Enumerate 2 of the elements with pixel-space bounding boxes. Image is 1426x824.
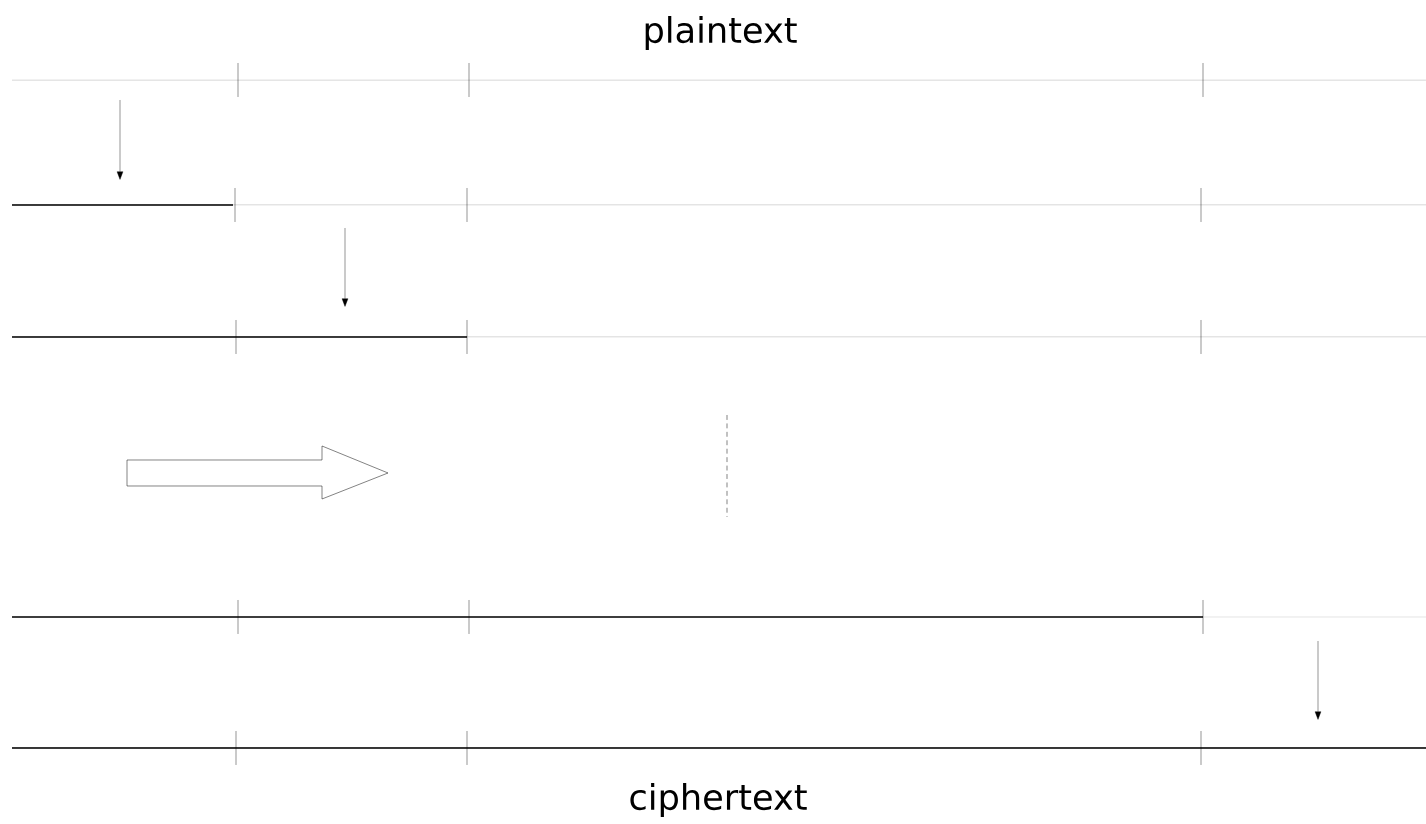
row-label: ciphertext — [630, 783, 807, 817]
row-label: plaintext — [645, 16, 797, 50]
